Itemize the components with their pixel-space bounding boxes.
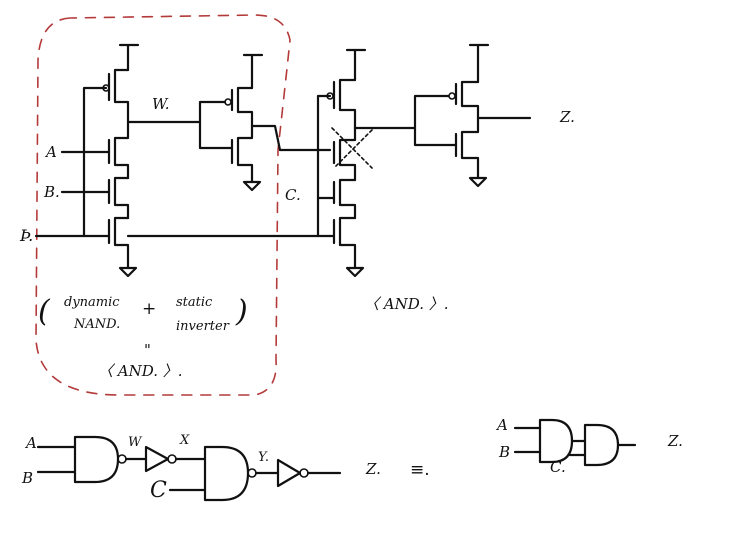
equiv-label-c: C.: [550, 458, 566, 476]
gate-label-a: A: [26, 434, 37, 452]
label-input-b: B.: [44, 183, 60, 201]
static-inverter-stage: [198, 53, 282, 192]
label-clock: Þ.: [20, 226, 34, 245]
label-input-c: C.: [285, 186, 301, 204]
equiv-label-b: B: [499, 443, 511, 461]
gate-label-b: B: [22, 469, 34, 487]
nand-gate-1: [73, 435, 120, 484]
gate-label-y: Y.: [258, 450, 270, 465]
note-static: static: [176, 295, 213, 310]
gate-chain: [36, 435, 342, 502]
second-dynamic-stage: [126, 48, 417, 278]
equiv-label-z: Z.: [668, 432, 683, 450]
note-nand: NAND.: [74, 317, 121, 332]
note-quote: ": [144, 341, 151, 359]
gate-label-w: W: [128, 435, 142, 450]
gate-label-c: C: [150, 478, 167, 503]
buffer-gate: [144, 445, 170, 473]
note-and-left: 〈 AND. 〉.: [98, 362, 183, 380]
dynamic-nand-stage: [34, 43, 202, 278]
and-gate-1: [538, 418, 574, 464]
label-output-z: Z.: [560, 108, 575, 126]
final-inverter-stage: [413, 43, 532, 188]
label-input-a: A: [46, 143, 57, 161]
label-node-w: W.: [152, 95, 170, 113]
gate-label-x: X: [180, 433, 190, 448]
equivalent-circuit: [513, 418, 637, 467]
gate-label-z: Z.: [366, 460, 381, 478]
dashed-boundary: [35, 14, 291, 396]
note-dynamic: dynamic: [64, 295, 120, 310]
equiv-label-a: A: [497, 416, 508, 434]
equivalence-symbol: ≡.: [410, 460, 430, 480]
paren-close: ): [236, 294, 248, 329]
note-and-right: 〈 AND. 〉.: [364, 295, 449, 313]
nand-gate-2: [203, 445, 250, 502]
paren-open: (: [38, 294, 50, 329]
inverter-gate: [276, 458, 302, 488]
nand-gate-3: [583, 423, 620, 467]
note-inverter: inverter: [176, 319, 229, 334]
note-plus: +: [142, 299, 157, 319]
